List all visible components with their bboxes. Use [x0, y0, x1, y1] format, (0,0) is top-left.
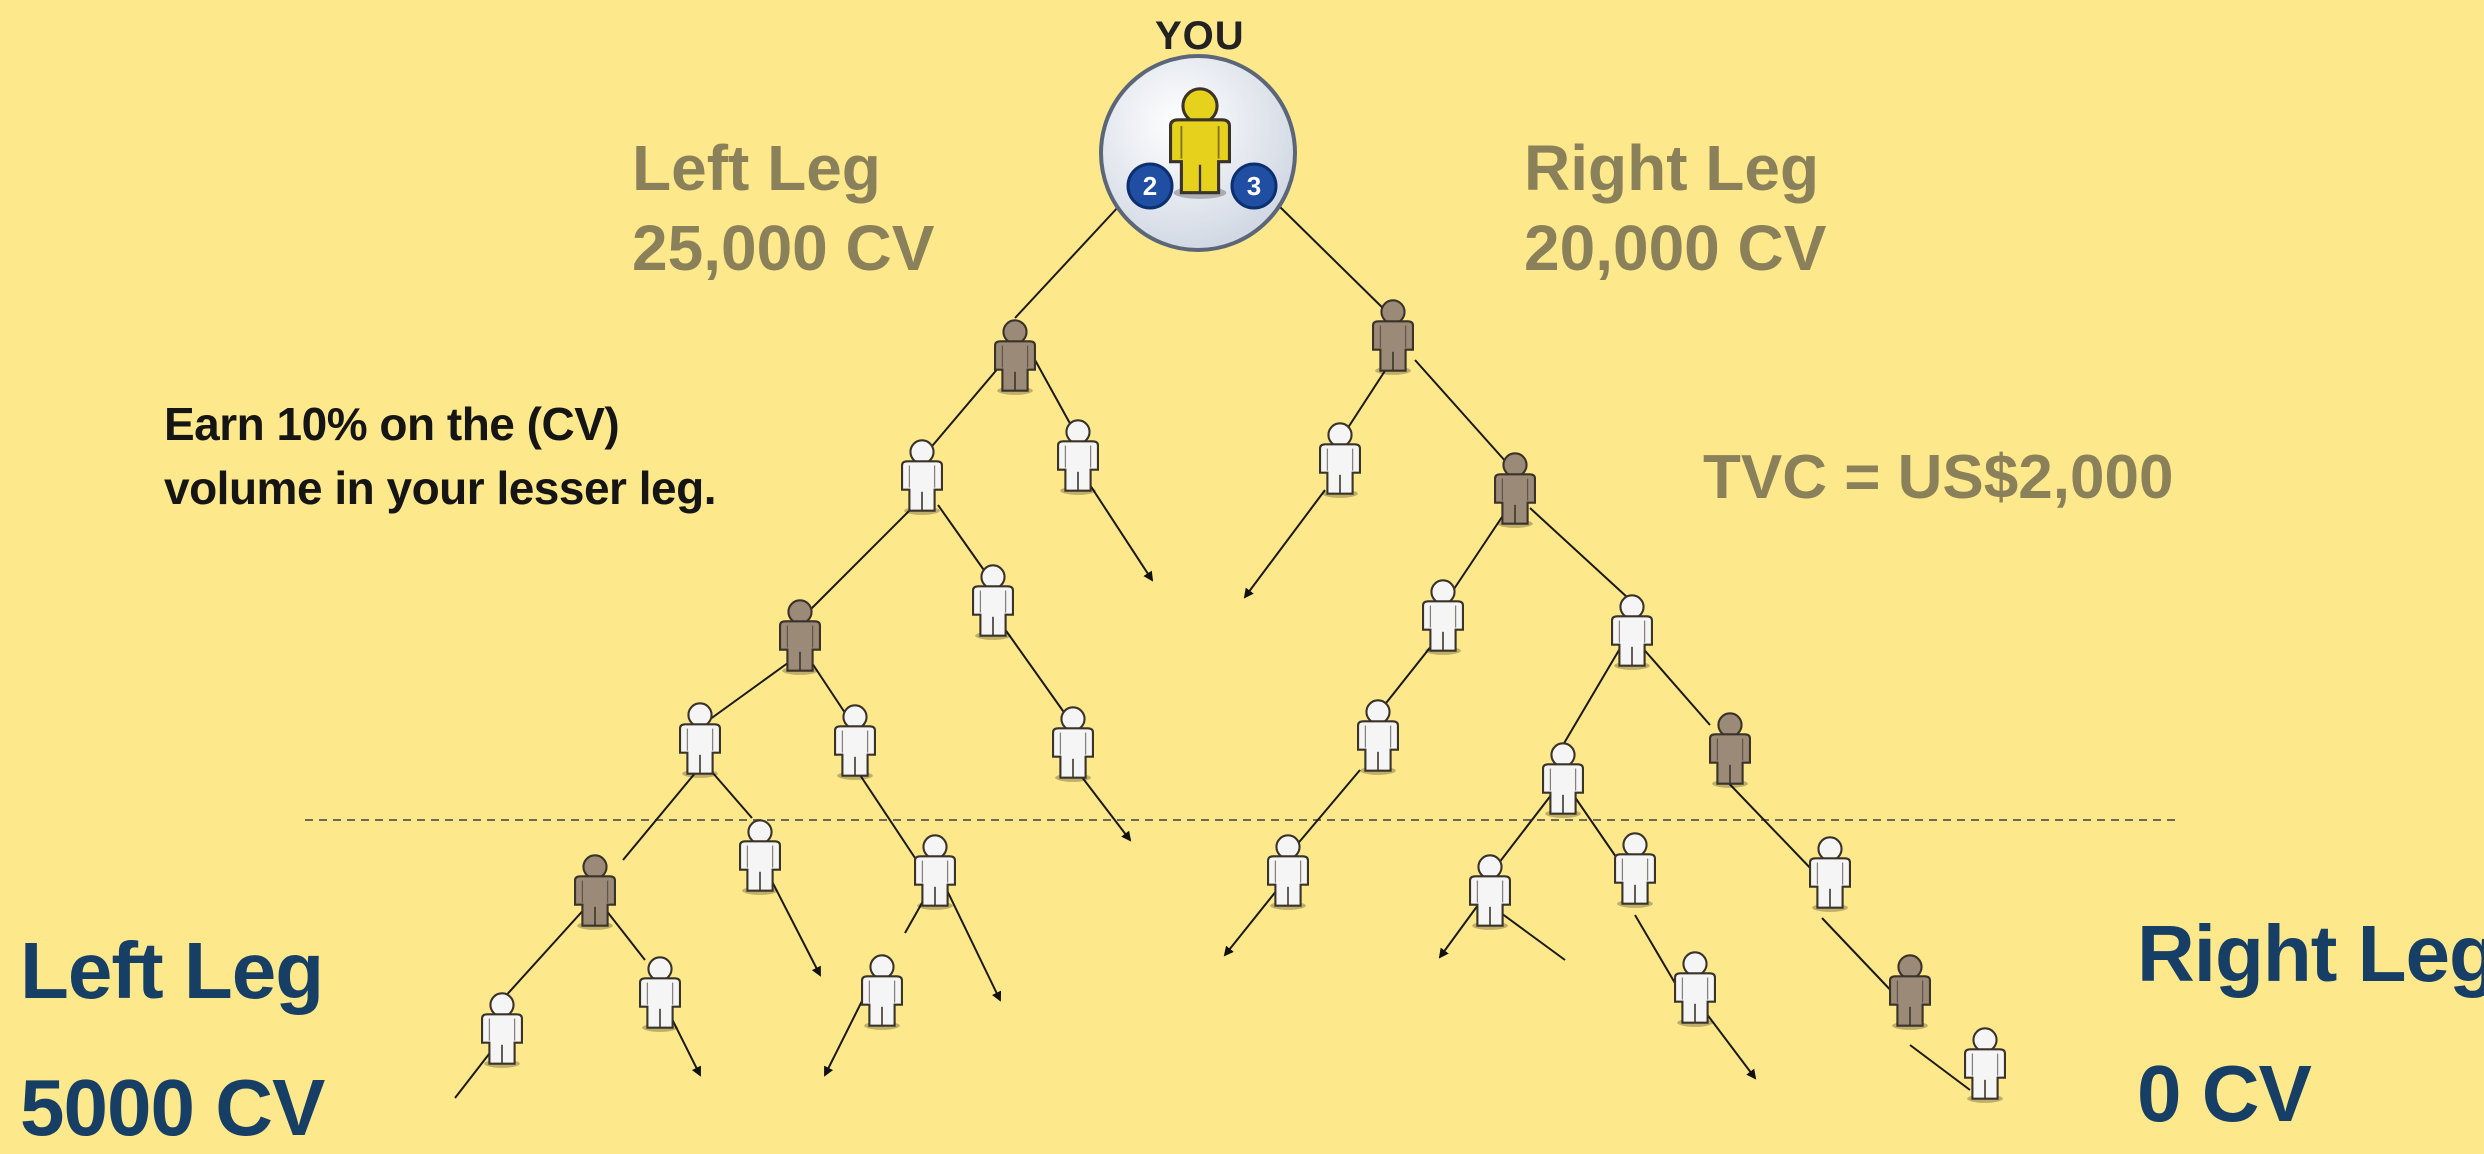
- top-right-leg-block: Right Leg 20,000 CV: [1524, 128, 1826, 288]
- member-icon: [1319, 422, 1361, 498]
- member-icon: [739, 819, 781, 895]
- tree-members: [481, 299, 2006, 1103]
- connector-line: [1438, 904, 1479, 959]
- member-icon: [834, 704, 876, 780]
- connector-line: [1089, 484, 1154, 582]
- connector-line: [622, 771, 697, 861]
- connector-line: [1014, 204, 1121, 319]
- active-member-icon: [574, 854, 616, 930]
- connector-line: [941, 879, 1002, 1002]
- top-left-leg-value: 25,000 CV: [632, 212, 935, 284]
- member-icon: [861, 954, 903, 1030]
- member-icon: [1267, 834, 1309, 910]
- sponsor-badge-2: 2: [1126, 162, 1174, 210]
- top-right-leg-title: Right Leg: [1524, 132, 1820, 204]
- member-icon: [1057, 419, 1099, 495]
- svg-text:3: 3: [1247, 171, 1261, 201]
- connector-line: [1529, 507, 1629, 599]
- connector-line: [1277, 204, 1394, 319]
- connector-line: [1717, 771, 1816, 874]
- top-right-leg-value: 20,000 CV: [1524, 212, 1827, 284]
- active-member-icon: [1709, 712, 1751, 788]
- bottom-right-leg-title: Right Leg: [2137, 909, 2484, 998]
- connector-line: [859, 774, 924, 871]
- you-label: YOU: [1155, 14, 1245, 58]
- earn-note: Earn 10% on the (CV) volume in your less…: [164, 392, 716, 520]
- sponsor-badge-3: 3: [1230, 162, 1278, 210]
- active-member-icon: [1889, 954, 1931, 1030]
- top-left-leg-title: Left Leg: [632, 132, 881, 204]
- you-person-shape: [1169, 87, 1231, 199]
- connector-line: [1562, 644, 1623, 746]
- connector-line: [1699, 1004, 1757, 1080]
- tvc-label: TVC = US$2,000: [1703, 443, 2174, 512]
- connector-line: [1449, 507, 1509, 596]
- member-icon: [1052, 706, 1094, 782]
- connector-line: [1001, 624, 1069, 719]
- member-icon: [1469, 854, 1511, 930]
- tree-connectors: [454, 204, 1971, 1099]
- top-left-leg-block: Left Leg 25,000 CV: [632, 128, 934, 288]
- earn-note-line1: Earn 10% on the (CV): [164, 398, 620, 450]
- member-icon: [1357, 699, 1399, 775]
- bottom-left-leg-value: 5000 CV: [20, 1063, 325, 1152]
- member-icon: [1964, 1027, 2006, 1103]
- connector-line: [1414, 359, 1516, 473]
- active-member-icon: [1372, 299, 1414, 375]
- connector-line: [1243, 489, 1326, 599]
- member-icon: [914, 834, 956, 910]
- member-icon: [679, 702, 721, 778]
- earn-note-line2: volume in your lesser leg.: [164, 462, 716, 514]
- member-icon: [972, 564, 1014, 640]
- connector-line: [711, 771, 753, 819]
- active-member-icon: [994, 319, 1036, 395]
- active-member-icon: [1494, 452, 1536, 528]
- connector-line: [501, 904, 589, 1001]
- connector-line: [921, 359, 1006, 459]
- connector-line: [799, 504, 916, 621]
- member-icon: [639, 956, 681, 1032]
- member-icon: [901, 439, 943, 515]
- member-icon: [481, 992, 523, 1068]
- active-member-icon: [779, 599, 821, 675]
- connector-line: [1909, 1044, 1971, 1091]
- connector-line: [1294, 769, 1361, 848]
- bottom-left-leg-title: Left Leg: [20, 926, 324, 1015]
- bottom-right-leg-value: 0 CV: [2137, 1049, 2312, 1138]
- you-person-icon: [1169, 87, 1231, 199]
- member-icon: [1614, 832, 1656, 908]
- member-icon: [1422, 579, 1464, 655]
- svg-text:2: 2: [1143, 171, 1157, 201]
- connector-line: [701, 659, 793, 726]
- connector-line: [601, 904, 646, 961]
- connector-line: [1821, 917, 1899, 999]
- connector-line: [1494, 789, 1556, 869]
- member-icon: [1611, 594, 1653, 670]
- you-node: 2 3: [1099, 54, 1297, 252]
- member-icon: [1809, 836, 1851, 912]
- member-icon: [1542, 742, 1584, 818]
- connector-line: [1074, 767, 1132, 842]
- connector-line: [1639, 644, 1711, 726]
- member-icon: [1674, 951, 1716, 1027]
